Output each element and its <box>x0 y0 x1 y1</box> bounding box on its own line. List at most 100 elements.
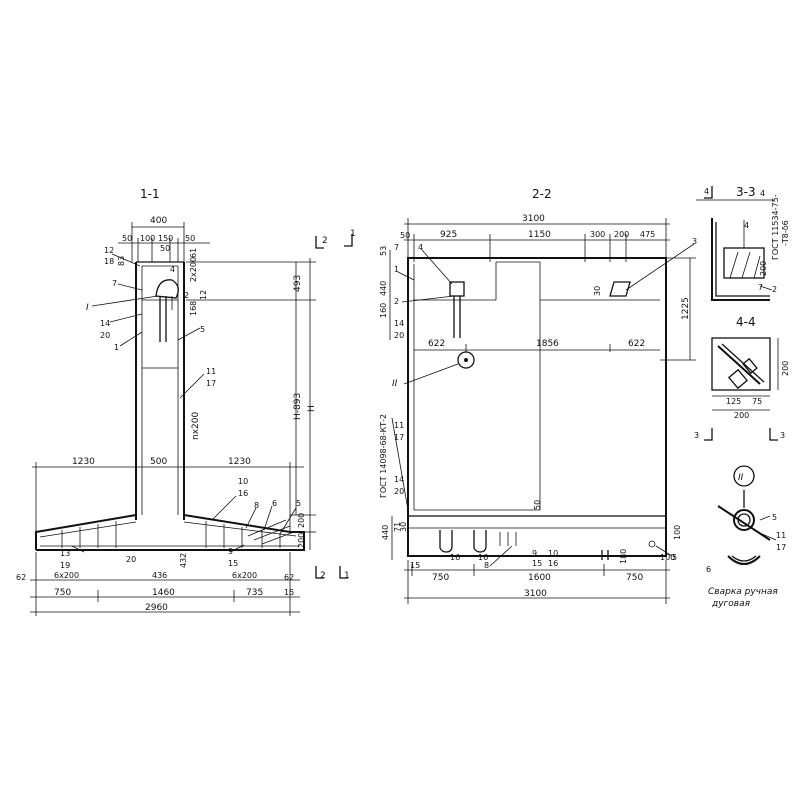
dim-100-bottom: 100 <box>660 553 675 562</box>
cut-mark-1-top: 1 <box>350 229 356 239</box>
callout-10-2: 10 <box>548 549 558 558</box>
weld-note-line1: Сварка ручная <box>708 587 778 597</box>
dim-200b: 200 <box>297 533 306 548</box>
dim-300: 300 <box>590 230 605 239</box>
section-1-1-title: 1-1 <box>140 187 160 201</box>
dim-100: 100 <box>140 234 155 243</box>
cut-mark-2-top: 2 <box>322 236 328 246</box>
callout-19: 19 <box>60 561 70 570</box>
section-1-1-footing <box>35 513 305 551</box>
gost-note-3-3b: -Т8-δ6 <box>781 220 790 246</box>
dim-62-right: 62 <box>284 573 294 582</box>
section-4-4-title: 4-4 <box>736 315 756 329</box>
callout-14-2b: 14 <box>394 475 404 484</box>
callout-20-2b: 20 <box>394 487 404 496</box>
dim-50-mid: 50 <box>533 500 542 510</box>
gost-note-3-3: ГОСТ 11534-75- <box>771 194 780 260</box>
callout-14-2: 14 <box>394 319 404 328</box>
callout-12: 12 <box>104 246 114 255</box>
section-1-1-bottom-dimensions: 1230 500 1230 6х200 436 6х200 750 1460 7… <box>30 457 304 616</box>
dim-3100-top: 3100 <box>522 214 545 224</box>
dim-50-2: 50 <box>400 231 410 240</box>
callout-16-2b: 16 <box>478 553 488 562</box>
dim-200a: 200 <box>297 513 306 528</box>
callout-2-3: 2 <box>772 285 777 294</box>
dim-50a: 50 <box>122 234 132 243</box>
dim-15-2: 15 <box>410 561 420 570</box>
callout-16: 16 <box>238 489 248 498</box>
callout-15: 15 <box>228 559 238 568</box>
callout-20: 20 <box>100 331 110 340</box>
cut-mark-1: 1 <box>344 571 350 581</box>
callout-18: 18 <box>104 257 114 266</box>
dim-1230-left: 1230 <box>72 457 95 467</box>
dim-50c: 50 <box>160 244 170 253</box>
section-2-2-mid-dimensions: 622 1856 622 50 <box>414 339 660 510</box>
dim-h: Н <box>307 405 317 412</box>
callout-9-2: 9 <box>532 549 537 558</box>
detail-dim-6: 6 <box>706 565 711 574</box>
mark-3-left: 3 <box>694 431 699 440</box>
dim-168: 168 <box>189 301 198 316</box>
section-2-2-outline <box>407 257 667 560</box>
callout-4-3: 4 <box>744 221 749 230</box>
weld-note-line2: дуговая <box>711 599 751 609</box>
dim-83: 83 <box>117 256 126 266</box>
dim-200-3: 200 <box>759 261 768 276</box>
dim-30b: 30 <box>399 522 408 532</box>
dim-750-left: 750 <box>432 573 449 583</box>
dim-180: 180 <box>619 549 628 564</box>
callout-8-2: 8 <box>484 561 489 570</box>
section-1-1: 1-1 400 50 100 150 50 50 <box>16 187 350 616</box>
callout-7-2: 7 <box>394 243 399 252</box>
mark-4-top: 4 <box>704 187 709 196</box>
section-2-2-title: 2-2 <box>532 187 552 201</box>
dim-475: 475 <box>640 230 655 239</box>
section-3-3: 3-3 4 4 2 200 7 ГОСТ 11534-75- -Т8-δ6 <box>696 185 790 301</box>
callout-17-2: 17 <box>394 433 404 442</box>
mark-3-right: 3 <box>780 431 785 440</box>
dim-7-3: 7 <box>758 283 763 292</box>
section-2-2-top-dimensions: 3100 50 925 1150 300 200 475 <box>400 214 670 262</box>
callout-2: 2 <box>184 291 189 300</box>
dim-750-right: 750 <box>626 573 643 583</box>
callout-11: 11 <box>206 367 216 376</box>
dim-400: 400 <box>150 216 167 226</box>
callout-3-2: 3 <box>692 237 697 246</box>
callout-13: 13 <box>60 549 70 558</box>
callout-10: 10 <box>238 477 248 486</box>
callout-5b: 5 <box>296 499 301 508</box>
section-2-2-callouts: 7 1 4 2 3 14 20 II 11 17 14 20 16 16 8 9… <box>392 237 697 570</box>
callout-1-2: 1 <box>394 265 399 274</box>
dim-71: 71 <box>393 522 402 532</box>
dim-493: 493 <box>293 275 303 292</box>
dim-53: 53 <box>379 246 388 256</box>
callout-4-2: 4 <box>418 243 423 252</box>
dim-500: 500 <box>150 457 167 467</box>
dim-20: 20 <box>126 555 136 564</box>
callout-5: 5 <box>200 325 205 334</box>
dim-1230-right: 1230 <box>228 457 251 467</box>
dim-200-top: 200 <box>614 230 629 239</box>
dim-125: 125 <box>726 397 741 406</box>
section-1-1-top-dimensions: 400 50 100 150 50 50 <box>118 216 210 262</box>
callout-20-2: 20 <box>394 331 404 340</box>
section-3-3-title: 3-3 <box>736 185 756 199</box>
dim-12: 12 <box>199 290 208 300</box>
dim-50b: 50 <box>185 234 195 243</box>
dim-735: 735 <box>246 588 263 598</box>
section-2-2: 2-2 <box>344 187 697 604</box>
callout-9: 9 <box>228 547 233 556</box>
callout-17: 17 <box>206 379 216 388</box>
section-1-1-callouts: 12 18 7 4 I 14 20 1 2 5 11 17 10 16 8 6 <box>60 246 301 570</box>
section-2-2-vertical-dimensions: 53 440 160 1225 30 440 71 30 100 180 100 <box>379 246 696 564</box>
dim-150: 150 <box>158 234 173 243</box>
section-4-4: 4-4 125 75 200 200 3 3 4 <box>694 189 790 441</box>
section-1-1-cut-marks: 2 2 1 <box>315 236 350 581</box>
callout-2-2: 2 <box>394 297 399 306</box>
gost-note-2-2: ГОСТ 14098-68-КТ-2 <box>379 414 388 498</box>
section-1-1-right-dimensions: 493 Н-893 Н nх200 200 200 432 20 62 62 8… <box>16 248 317 582</box>
dim-1856: 1856 <box>536 339 559 349</box>
dim-1600: 1600 <box>528 573 551 583</box>
callout-8: 8 <box>254 501 259 510</box>
